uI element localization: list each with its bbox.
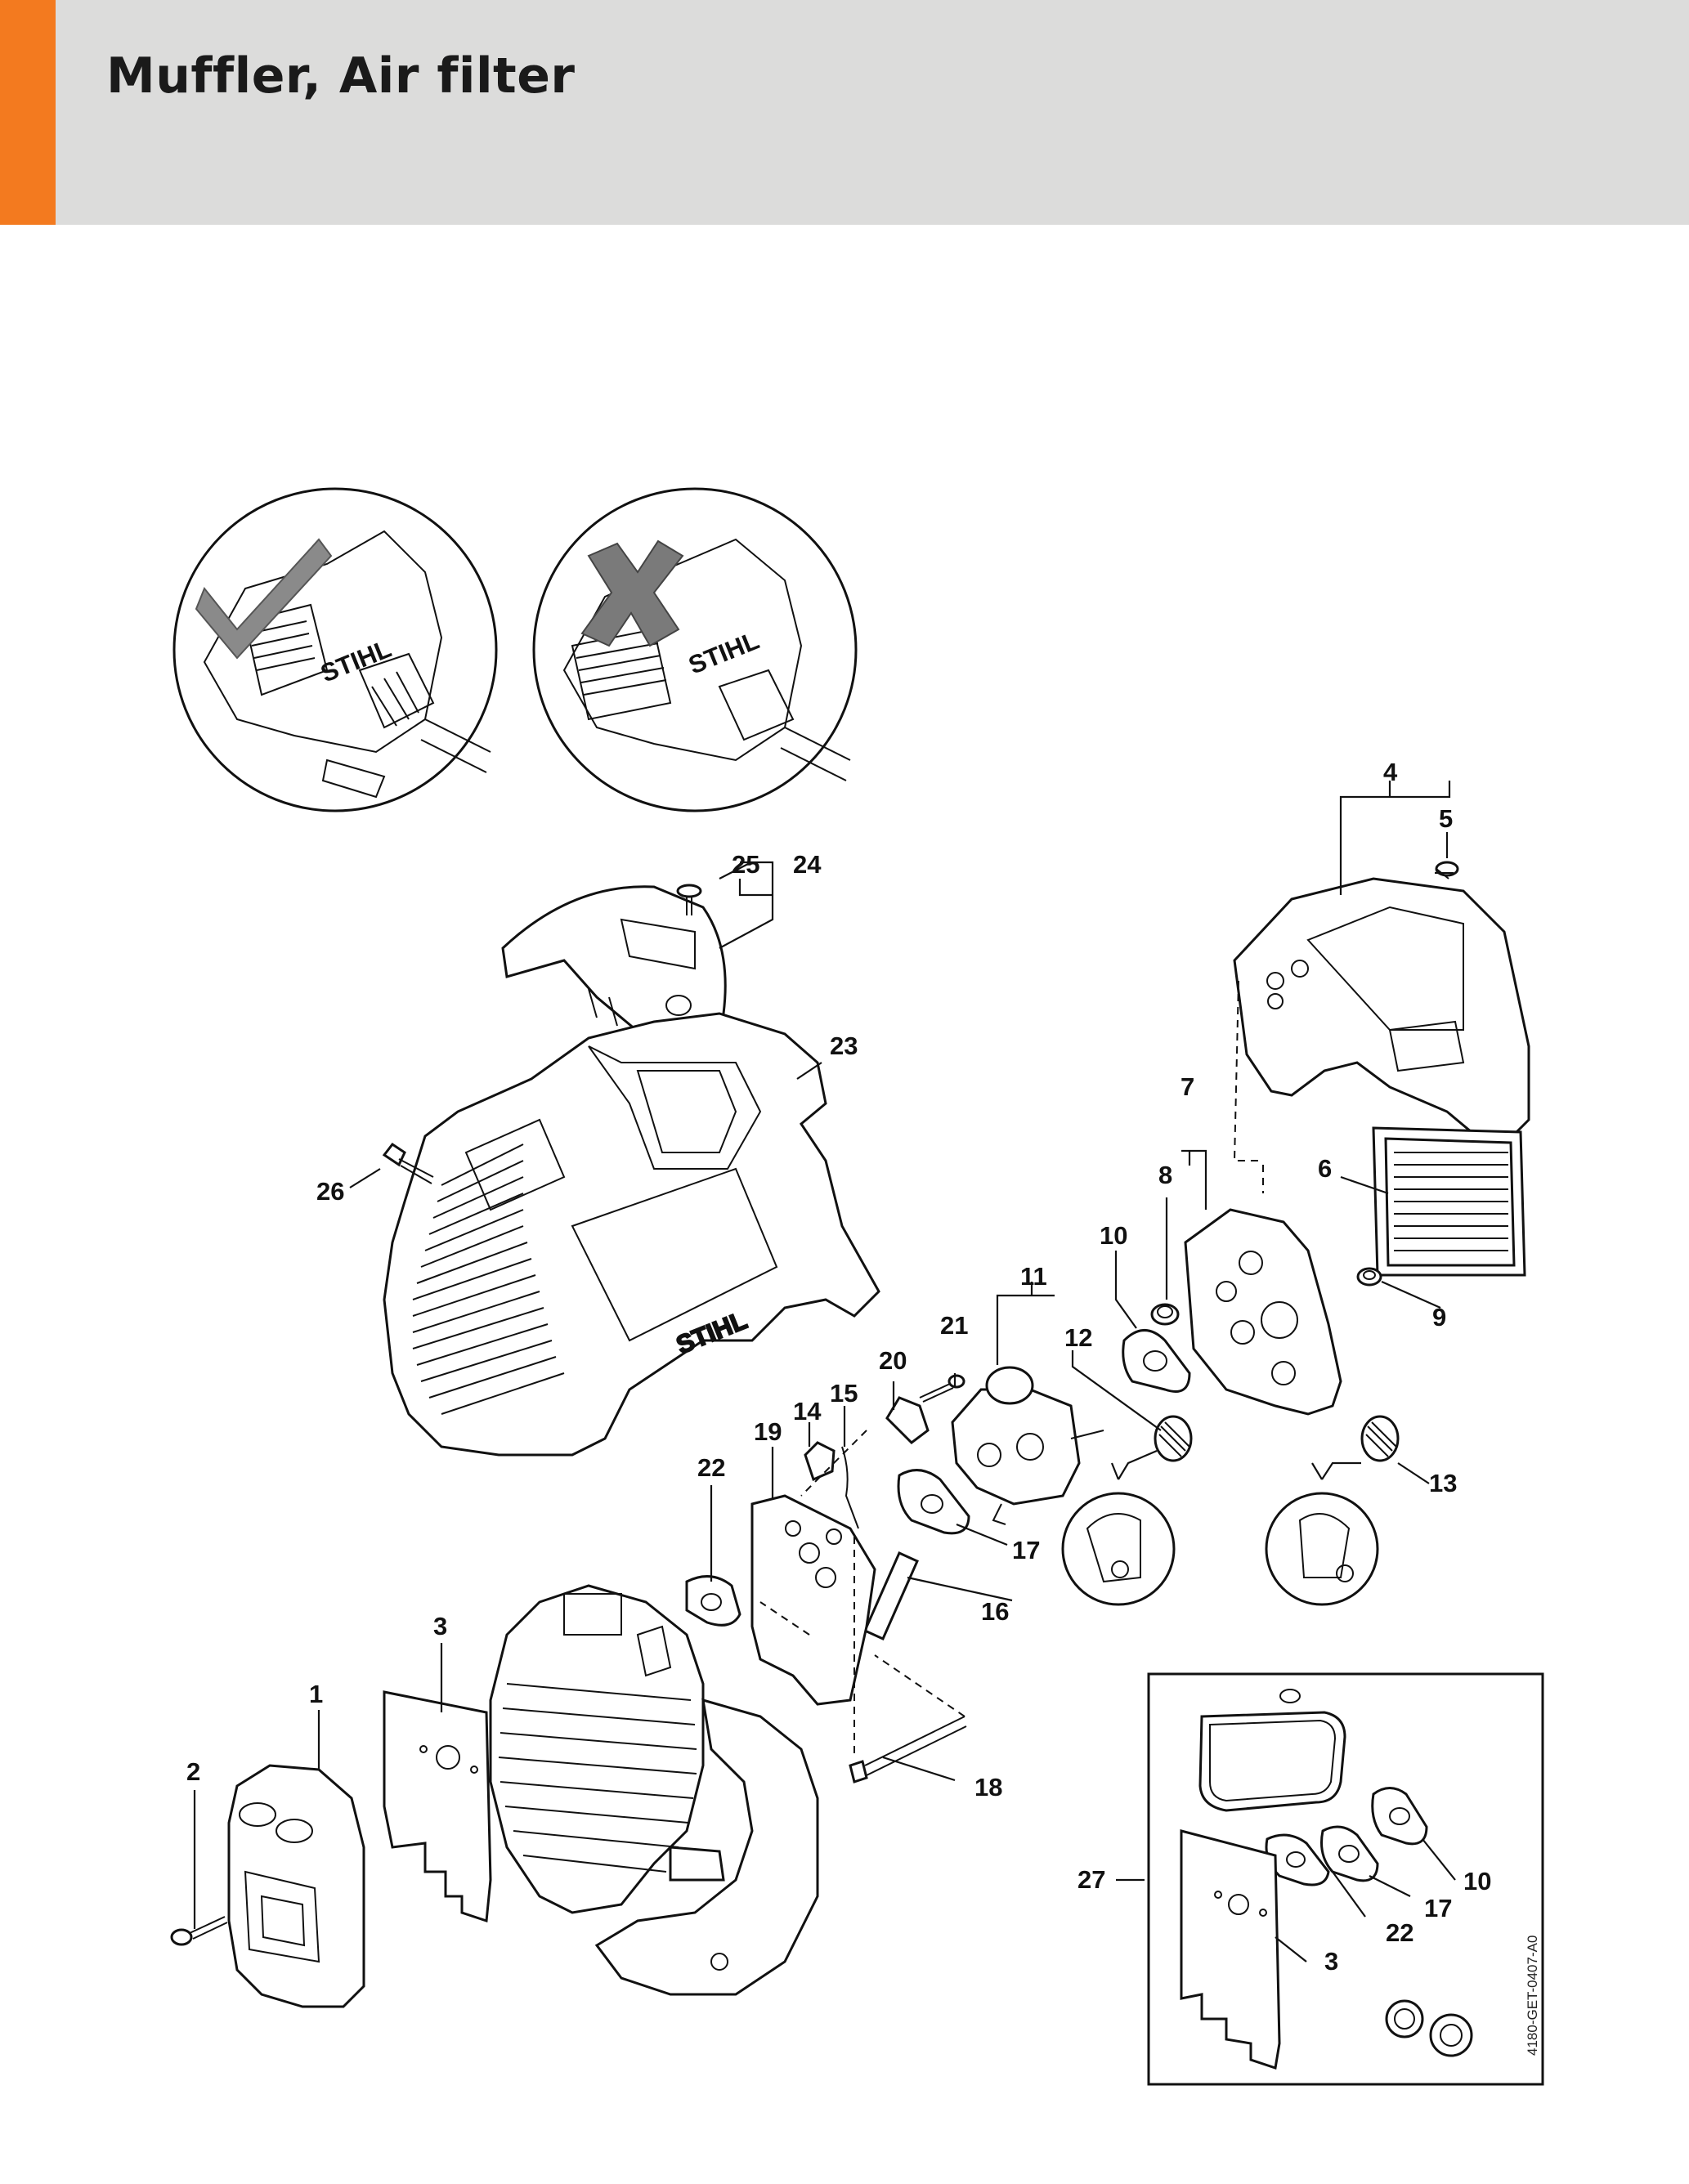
inset-correct-view: STIHL bbox=[172, 487, 498, 812]
callout-19: 19 bbox=[754, 1417, 782, 1446]
callout-6: 6 bbox=[1318, 1154, 1332, 1183]
callout-17: 17 bbox=[1012, 1536, 1040, 1564]
callout-11: 11 bbox=[1020, 1262, 1047, 1291]
callout-9: 9 bbox=[1432, 1303, 1446, 1331]
part-screw-2 bbox=[170, 1916, 228, 1946]
part-intake-manifold bbox=[750, 1494, 876, 1706]
callout-12: 12 bbox=[1064, 1323, 1092, 1352]
callout-22: 22 bbox=[697, 1453, 725, 1482]
part-lever-14 bbox=[804, 1441, 836, 1482]
part-filter-base bbox=[1184, 1208, 1342, 1416]
part-screw-5 bbox=[1435, 861, 1459, 879]
callout-15: 15 bbox=[830, 1379, 858, 1408]
callout-kit-3: 3 bbox=[1324, 1947, 1338, 1976]
callout-labels: 4 5 6 7 8 9 10 11 12 13 14 15 16 17 18 1… bbox=[186, 758, 1491, 1976]
cross-mark-icon bbox=[580, 539, 684, 647]
callout-kit-17: 17 bbox=[1424, 1894, 1452, 1922]
part-gasket-22 bbox=[685, 1575, 741, 1627]
callout-16: 16 bbox=[981, 1597, 1009, 1626]
part-screw-26 bbox=[382, 1142, 434, 1184]
callout-7: 7 bbox=[1181, 1072, 1194, 1101]
part-top-cover bbox=[501, 885, 727, 1044]
part-gasket-17 bbox=[897, 1469, 970, 1535]
drawing-id: 4180-GET-0407-A0 bbox=[1525, 1936, 1540, 2056]
page-title: Muffler, Air filter bbox=[106, 47, 576, 105]
part-muffler bbox=[227, 1764, 365, 2008]
callout-8: 8 bbox=[1158, 1161, 1172, 1189]
part-engine bbox=[489, 1584, 819, 1996]
part-plug-8 bbox=[1150, 1303, 1180, 1326]
assembly-guides bbox=[759, 980, 1264, 1757]
part-knob-12 bbox=[1154, 1415, 1193, 1462]
callout-26: 26 bbox=[316, 1177, 344, 1206]
callout-2: 2 bbox=[186, 1757, 200, 1786]
check-mark-icon bbox=[195, 538, 333, 660]
detail-view-knob-12 bbox=[1061, 1492, 1176, 1606]
part-spring-15 bbox=[841, 1446, 859, 1529]
callout-21: 21 bbox=[940, 1311, 968, 1340]
callout-3: 3 bbox=[433, 1612, 447, 1640]
part-heat-shield bbox=[383, 1690, 492, 1923]
callout-10: 10 bbox=[1100, 1221, 1127, 1250]
gasket-kit-box bbox=[1147, 1672, 1544, 2086]
part-bracket-20 bbox=[885, 1396, 930, 1444]
callout-25: 25 bbox=[732, 850, 759, 879]
part-air-filter bbox=[1372, 1126, 1526, 1277]
leader-lines bbox=[193, 781, 1456, 1962]
callout-kit-10: 10 bbox=[1463, 1867, 1491, 1895]
callout-14: 14 bbox=[793, 1397, 822, 1425]
callout-4: 4 bbox=[1383, 758, 1398, 786]
callout-5: 5 bbox=[1439, 804, 1453, 833]
detail-view-knob-13 bbox=[1265, 1492, 1379, 1606]
part-plug-9 bbox=[1356, 1267, 1382, 1287]
callout-24: 24 bbox=[793, 850, 822, 879]
callout-23: 23 bbox=[830, 1032, 858, 1060]
header-accent-bar bbox=[0, 0, 56, 225]
part-shroud: STIHL bbox=[383, 1012, 880, 1457]
part-bolt-18 bbox=[849, 1716, 967, 1783]
callout-27: 27 bbox=[1077, 1865, 1105, 1894]
callout-kit-22: 22 bbox=[1386, 1918, 1413, 1947]
part-knob-13 bbox=[1360, 1415, 1400, 1462]
callout-13: 13 bbox=[1429, 1469, 1457, 1497]
part-air-filter-cover bbox=[1233, 877, 1530, 1138]
part-carburetor bbox=[951, 1366, 1104, 1525]
callout-1: 1 bbox=[309, 1680, 323, 1708]
part-hose-16 bbox=[863, 1551, 919, 1640]
page-header: Muffler, Air filter bbox=[0, 0, 1689, 225]
part-screw-25 bbox=[676, 884, 702, 915]
inset-wrong-view: STIHL bbox=[532, 487, 858, 812]
part-screw-21 bbox=[919, 1374, 965, 1403]
part-gasket-10 bbox=[1122, 1329, 1191, 1393]
callout-18: 18 bbox=[974, 1773, 1002, 1801]
callout-20: 20 bbox=[879, 1346, 907, 1375]
